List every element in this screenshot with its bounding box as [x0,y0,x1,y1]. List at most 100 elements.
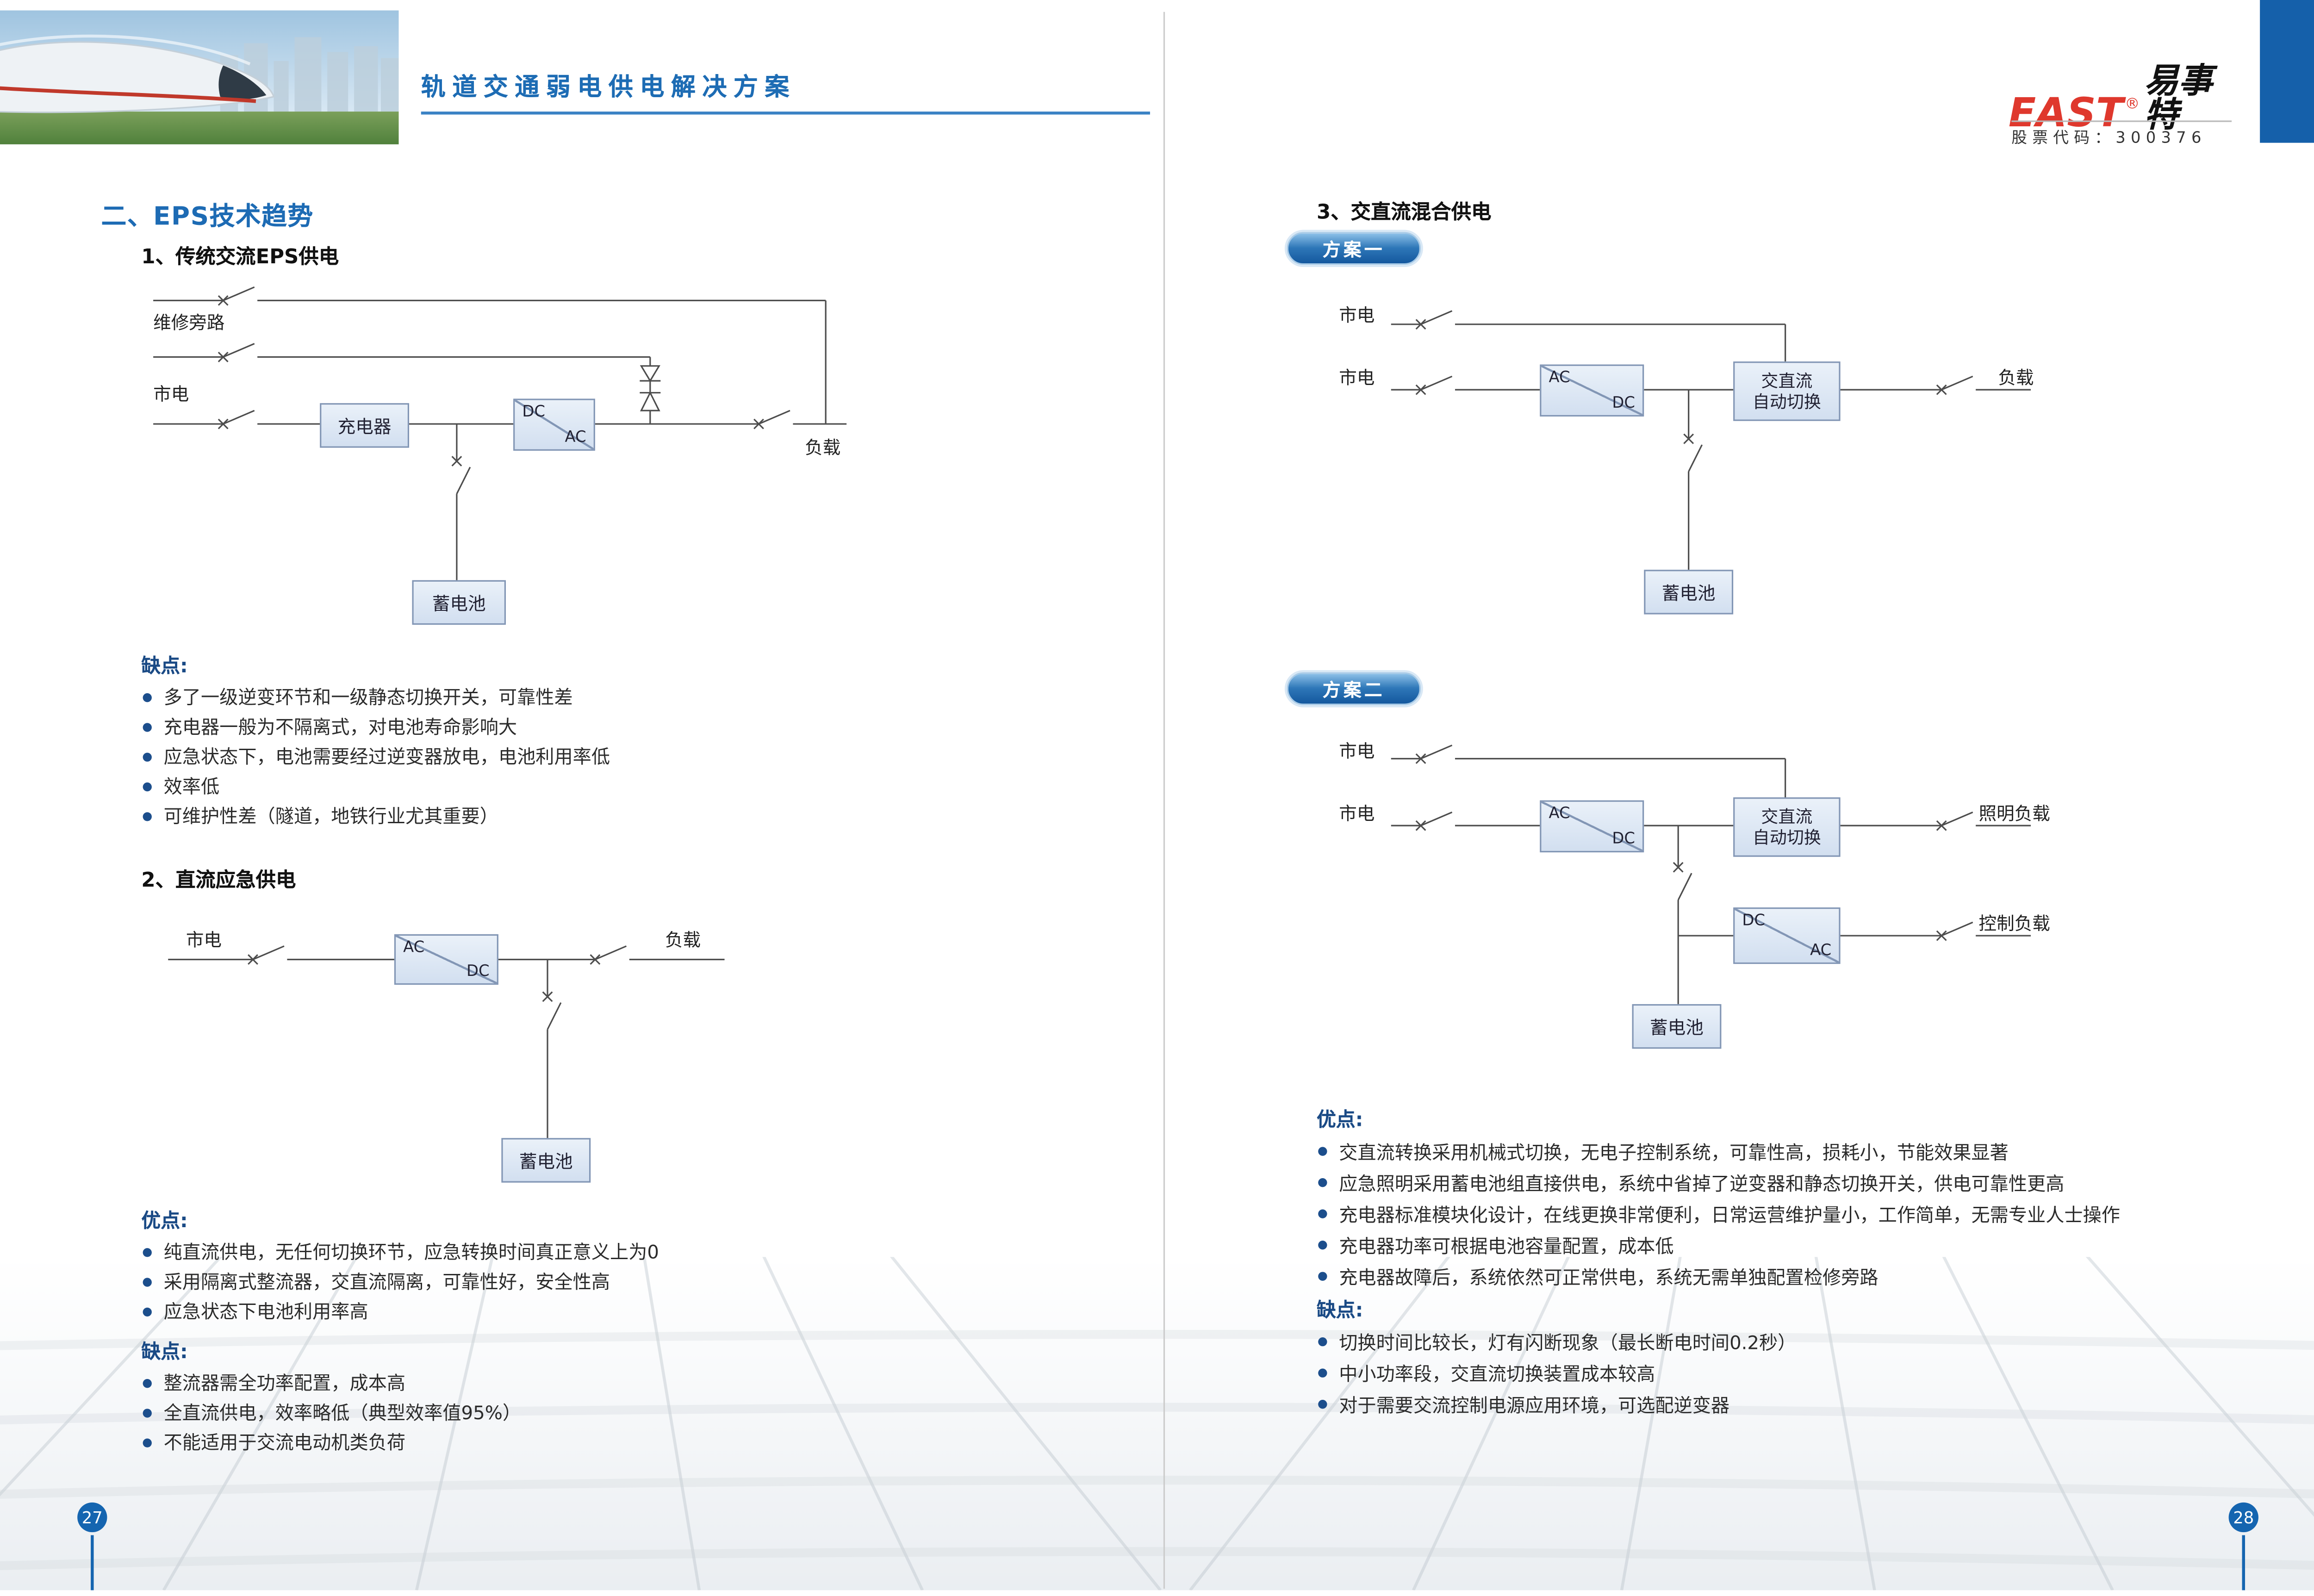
brand-chinese-name: 易事特 [2144,62,2213,136]
bullet-icon [143,723,152,732]
diagram-traditional-ac-eps: 维修旁路 市电 充电器 DC AC 负载 蓄电池 [141,283,855,640]
mains-label: 市电 [1339,740,1375,762]
control-load-label: 控制负载 [1978,913,2050,934]
mains-label: 市电 [1339,305,1375,326]
circuit-wires [153,286,847,580]
bullet-icon [1318,1178,1327,1187]
advantage-item: 充电器标准模块化设计，在线更换非常便利，日常运营维护量小，工作简单，无需专业人士… [1317,1199,2284,1230]
disadvantage-item: 不能适用于交流电动机类负荷 [141,1428,1064,1458]
diagram-scheme1: 市电 市电 AC DC 交直流 自动切换 负载 蓄电池 [1324,290,2068,625]
mains-label: 市电 [153,384,189,405]
bullet-icon [143,1307,152,1317]
sub1-cons-list: 缺点: 多了一级逆变环节和一级静态切换开关，可靠性差 充电器一般为不隔离式，对电… [141,650,1064,832]
brand-logo: EAST ® 易事特 [2009,65,2235,134]
battery-box: 蓄电池 [501,1138,591,1183]
stock-code: 股票代码：300376 [2011,129,2207,148]
cons-heading: 缺点: [141,656,188,678]
disadvantage-item: 充电器一般为不隔离式，对电池寿命影响大 [141,713,1064,742]
scheme2-badge: 方案二 [1287,672,1421,705]
subsection2-title: 2、直流应急供电 [141,869,296,893]
hybrid-pros-list: 优点: 交直流转换采用机械式切换，无电子控制系统，可靠性高，损耗小，节能效果显著… [1317,1104,2284,1292]
sub2-cons-list: 缺点: 整流器需全功率配置，成本高 全直流供电，效率略低（典型效率值95%） 不… [141,1336,1064,1458]
advantage-item: 应急照明采用蓄电池组直接供电，系统中省掉了逆变器和静态切换开关，供电可靠性更高 [1317,1168,2284,1199]
battery-box: 蓄电池 [1644,570,1734,615]
advantage-item: 纯直流供电，无任何切换环节，应急转换时间真正意义上为0 [141,1238,1064,1267]
battery-box: 蓄电池 [412,580,506,625]
bullet-icon [1318,1400,1327,1409]
section-title-eps-trends: 二、EPS技术趋势 [101,202,314,232]
advantage-item: 采用隔离式整流器，交直流隔离，可靠性好，安全性高 [141,1267,1064,1297]
circuit-wires [168,945,725,1138]
circuit-wires [1391,310,2031,570]
bullet-icon [143,782,152,792]
inverter-box: DC AC [513,398,595,451]
inverter-box: DC AC [1733,907,1841,964]
diagram-dc-emergency: 市电 AC DC 负载 蓄电池 [141,915,766,1190]
load-label: 负载 [665,930,701,951]
disadvantage-item: 中小功率段，交直流切换装置成本较高 [1317,1358,2284,1390]
bullet-icon [1318,1368,1327,1378]
registered-mark-icon: ® [2125,96,2140,113]
bullet-icon [1318,1147,1327,1156]
advantage-item: 交直流转换采用机械式切换，无电子控制系统，可靠性高，损耗小，节能效果显著 [1317,1136,2284,1168]
page-number-right: 28 [2228,1502,2258,1533]
bullet-icon [143,1248,152,1257]
corner-accent-bar [2260,0,2314,143]
center-divider [1163,12,1165,1589]
scheme1-badge: 方案一 [1287,232,1421,265]
cons-heading: 缺点: [1317,1300,1363,1323]
diagram-scheme2: 市电 市电 AC DC 交直流 自动切换 照明负载 DC AC 控制负载 蓄电池 [1324,726,2068,1075]
east-logo-text: EAST [2008,91,2124,137]
advantage-item: 充电器故障后，系统依然可正常供电，系统无需单独配置检修旁路 [1317,1261,2284,1293]
bullet-icon [143,752,152,762]
charger-box: 充电器 [320,403,410,448]
disadvantage-item: 切换时间比较长，灯有闪断现象（最长断电时间0.2秒） [1317,1327,2284,1359]
bullet-icon [1318,1209,1327,1218]
page-edge-line-right [2242,1535,2245,1590]
bullet-icon [143,1409,152,1418]
page-edge-line-left [91,1535,94,1590]
disadvantage-item: 全直流供电，效率略低（典型效率值95%） [141,1398,1064,1428]
bullet-icon [1318,1241,1327,1250]
disadvantage-item: 可维护性差（隧道，地铁行业尤其重要） [141,802,1064,832]
transfer-switch-box: 交直流 自动切换 [1733,797,1841,857]
rectifier-box: AC DC [1540,800,1644,853]
rectifier-box: AC DC [394,934,498,985]
rectifier-box: AC DC [1540,364,1644,417]
mains-label: 市电 [186,930,222,951]
battery-box: 蓄电池 [1632,1004,1722,1049]
bullet-icon [143,1438,152,1447]
page-title: 轨道交通弱电供电解决方案 [421,73,796,101]
pros-heading: 优点: [141,1211,188,1233]
bypass-label: 维修旁路 [153,312,225,334]
subsection1-title: 1、传统交流EPS供电 [141,245,339,269]
transfer-switch-box: 交直流 自动切换 [1733,361,1841,421]
page-number-left: 27 [77,1502,107,1533]
bullet-icon [1318,1272,1327,1281]
advantage-item: 应急状态下电池利用率高 [141,1297,1064,1327]
lighting-load-label: 照明负载 [1978,803,2050,824]
hybrid-cons-list: 缺点: 切换时间比较长，灯有闪断现象（最长断电时间0.2秒） 中小功率段，交直流… [1317,1294,2284,1421]
mains-label: 市电 [1339,367,1375,389]
load-label: 负载 [1998,367,2034,389]
circuit-wires [1391,745,2031,1004]
mains-label: 市电 [1339,803,1375,824]
pros-heading: 优点: [1317,1110,1363,1132]
logo-divider [2011,120,2232,122]
bullet-icon [143,693,152,702]
disadvantage-item: 对于需要交流控制电源应用环境，可选配逆变器 [1317,1390,2284,1421]
section-title-hybrid: 3、交直流混合供电 [1317,200,1492,225]
load-label: 负载 [805,437,841,459]
sub2-pros-list: 优点: 纯直流供电，无任何切换环节，应急转换时间真正意义上为0 采用隔离式整流器… [141,1205,1064,1327]
disadvantage-item: 整流器需全功率配置，成本高 [141,1369,1064,1398]
bullet-icon [143,812,152,821]
bullet-icon [143,1278,152,1287]
disadvantage-item: 多了一级逆变环节和一级静态切换开关，可靠性差 [141,683,1064,713]
train-photo [0,10,399,144]
bullet-icon [143,1379,152,1388]
disadvantage-item: 应急状态下，电池需要经过逆变器放电，电池利用率低 [141,742,1064,772]
bullet-icon [1318,1337,1327,1347]
